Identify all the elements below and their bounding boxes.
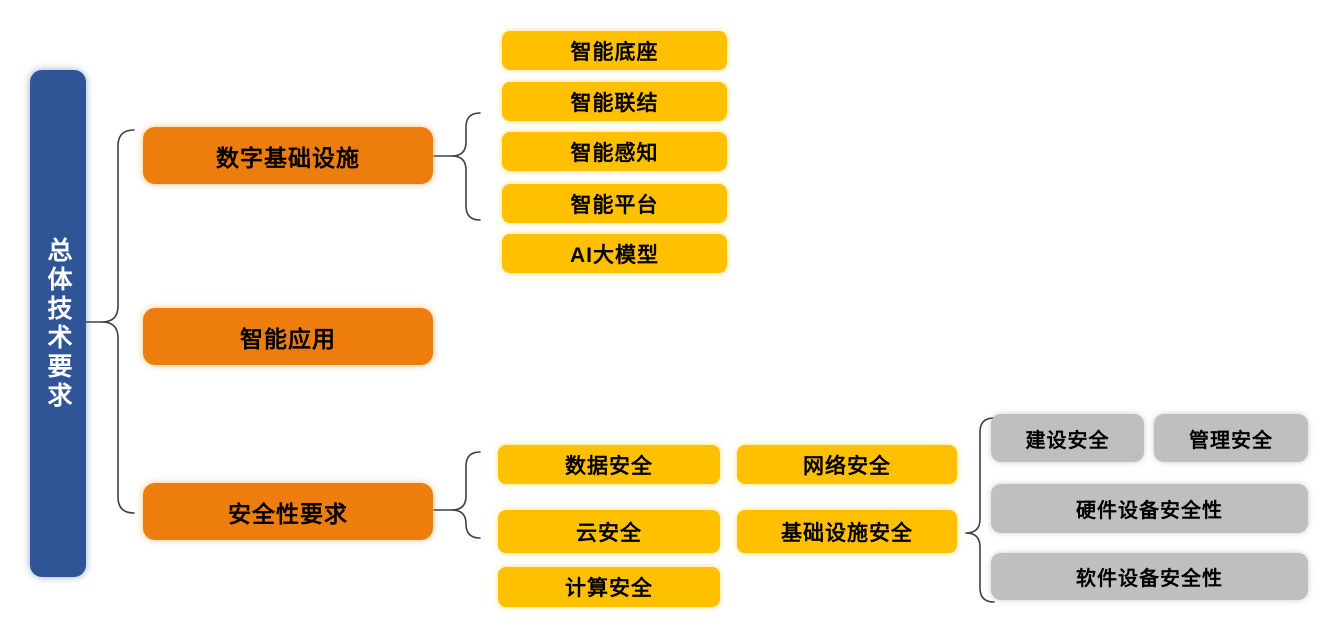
node-digital-infrastructure: 数字基础设施 bbox=[143, 127, 433, 184]
node-cloud-security: 云安全 bbox=[498, 510, 720, 553]
digital-infrastructure-brace bbox=[451, 112, 481, 221]
node-infrastructure-security: 基础设施安全 bbox=[737, 510, 957, 553]
node-data-security: 数据安全 bbox=[498, 445, 720, 484]
security-requirements-brace bbox=[451, 451, 481, 539]
node-intelligent-platform: 智能平台 bbox=[502, 184, 727, 223]
node-ai-large-model: AI大模型 bbox=[502, 234, 727, 273]
node-network-security: 网络安全 bbox=[737, 445, 957, 484]
infrastructure-security-brace bbox=[965, 417, 995, 603]
node-intelligent-perception: 智能感知 bbox=[502, 132, 727, 171]
node-intelligent-connection: 智能联结 bbox=[502, 82, 727, 121]
node-security-requirements: 安全性要求 bbox=[143, 483, 433, 540]
node-intelligent-application: 智能应用 bbox=[143, 308, 433, 365]
node-overall-technical-requirements: 总体技术要求 bbox=[30, 70, 86, 577]
node-construction-security: 建设安全 bbox=[991, 414, 1144, 462]
root-brace bbox=[101, 129, 135, 514]
node-computing-security: 计算安全 bbox=[498, 567, 720, 607]
node-intelligent-base: 智能底座 bbox=[502, 31, 727, 70]
node-software-equipment-security: 软件设备安全性 bbox=[991, 553, 1308, 600]
node-management-security: 管理安全 bbox=[1154, 414, 1308, 462]
node-hardware-equipment-security: 硬件设备安全性 bbox=[991, 484, 1308, 533]
